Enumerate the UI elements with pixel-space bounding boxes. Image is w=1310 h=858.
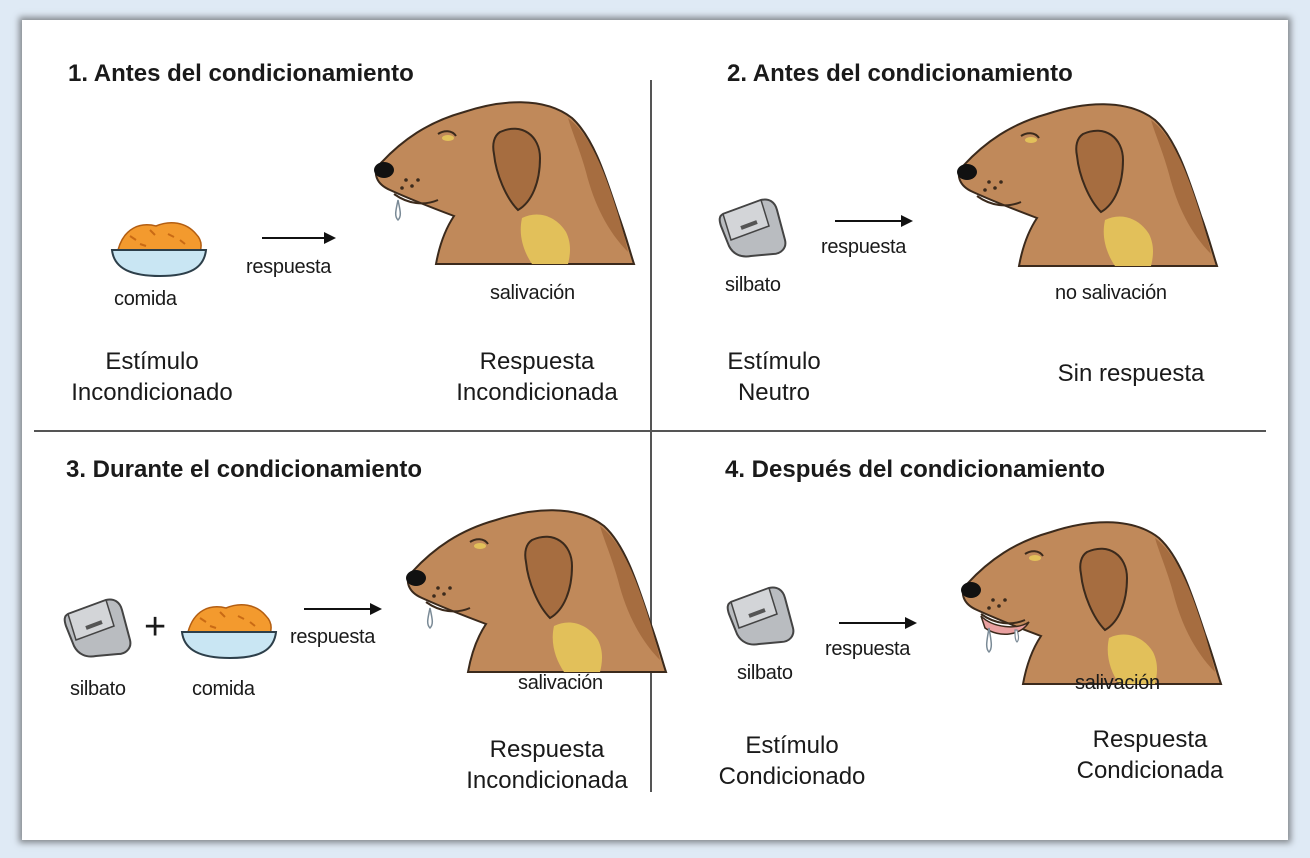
response-type: Sin respuesta [1031, 358, 1231, 389]
response-type-line: Respuesta [1092, 726, 1208, 753]
arrow-label: respuesta [821, 236, 907, 258]
stimulus-type-line: Estímulo [105, 348, 199, 375]
dog-head-icon [405, 509, 667, 673]
response-type: Respuesta Incondicionada [442, 734, 652, 796]
diagram-frame: 1. Antes del condicionamiento comida res… [22, 20, 1288, 840]
arrow-label: respuesta [825, 638, 911, 660]
response-type-line: Incondicionada [466, 767, 628, 794]
response-type: Respuesta Incondicionada [432, 346, 642, 408]
response-type: Respuesta Condicionada [1055, 724, 1245, 786]
horizontal-divider [34, 430, 1266, 432]
vertical-divider [650, 80, 652, 792]
dog-response-label: salivación [518, 672, 603, 694]
dog-response-label: salivación [1075, 672, 1160, 694]
arrow-icon [304, 603, 382, 615]
panel-1: 1. Antes del condicionamiento comida res… [32, 20, 655, 422]
response-type-line: Incondicionada [456, 379, 618, 406]
stimulus-type-line: Estímulo [727, 348, 821, 375]
arrow-icon [835, 215, 913, 227]
food-bowl-icon [111, 221, 207, 277]
dog-response-label: salivación [490, 282, 575, 304]
panel-title: 1. Antes del condicionamiento [68, 60, 414, 87]
response-type-line: Condicionada [1076, 757, 1224, 784]
plus-sign: + [144, 606, 167, 648]
panel-title: 4. Después del condicionamiento [725, 456, 1106, 483]
response-type-line: Respuesta [479, 348, 595, 375]
stimulus-item-label-2: comida [192, 678, 255, 700]
stimulus-type-line: Neutro [737, 379, 811, 406]
arrow-icon [262, 232, 336, 244]
whistle-icon [62, 597, 133, 659]
stimulus-type: Estímulo Neutro [699, 346, 849, 408]
food-bowl-icon [181, 603, 277, 659]
stimulus-item-label: silbato [70, 678, 126, 700]
dog-response-label: no salivación [1055, 282, 1167, 304]
stimulus-type-line: Condicionado [718, 763, 866, 790]
whistle-icon [717, 197, 788, 259]
dog-head-icon [960, 521, 1222, 685]
response-type-line: Respuesta [489, 736, 605, 763]
dog-head-icon [956, 103, 1218, 267]
stimulus-type: Estímulo Condicionado [677, 730, 907, 792]
stimulus-type-line: Incondicionado [71, 379, 233, 406]
arrow-label: respuesta [246, 256, 332, 278]
stimulus-item-label: silbato [725, 274, 781, 296]
panel-title: 2. Antes del condicionamiento [727, 60, 1073, 87]
stimulus-type-line: Estímulo [745, 732, 839, 759]
panel-title: 3. Durante el condicionamiento [66, 456, 423, 483]
panel-4: 4. Después del condicionamiento silbato … [655, 432, 1278, 834]
panel-3: 3. Durante el condicionamiento silbato +… [32, 432, 667, 834]
response-type-line: Sin respuesta [1057, 360, 1205, 387]
dog-head-icon [373, 101, 635, 265]
stimulus-type: Estímulo Incondicionado [52, 346, 252, 408]
whistle-icon [725, 585, 796, 647]
arrow-label: respuesta [290, 626, 376, 648]
arrow-icon [839, 617, 917, 629]
stimulus-item-label: silbato [737, 662, 793, 684]
panel-2: 2. Antes del condicionamiento silbato re… [655, 20, 1278, 422]
stimulus-item-label: comida [114, 288, 177, 310]
